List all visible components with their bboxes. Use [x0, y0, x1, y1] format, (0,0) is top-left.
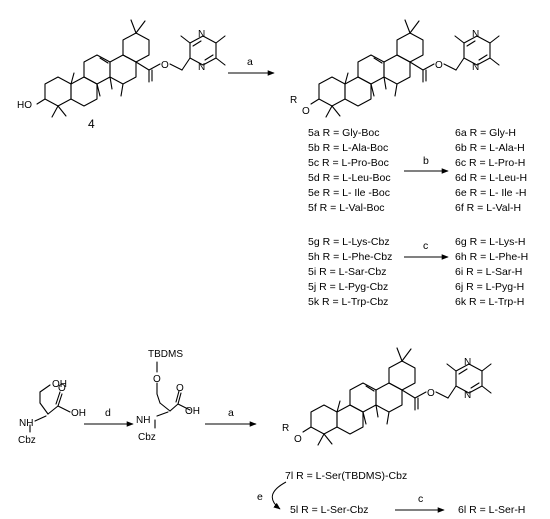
cbz-left-item: 5g R = L-Lys-Cbz	[308, 236, 390, 248]
atom-n-bottom-3: N	[464, 390, 471, 401]
atom-tbdms: TBDMS	[148, 349, 183, 360]
boc-left-item: 5a R = Gly-Boc	[308, 127, 380, 139]
boc-right-item: 6f R = L-Val-H	[455, 202, 521, 214]
compound-5l-label: 5l R = L-Ser-Cbz	[290, 504, 368, 516]
boc-left-item: 5d R = L-Leu-Boc	[308, 172, 391, 184]
reagent-d: d	[105, 407, 111, 419]
boc-right-item: 6b R = L-Ala-H	[455, 142, 525, 154]
boc-left-item: 5e R = L- Ile -Boc	[308, 187, 390, 199]
atom-cbz-2: Cbz	[138, 432, 156, 443]
atom-n-top-3: N	[464, 357, 471, 368]
atom-oh-acid-2: OH	[185, 406, 200, 417]
boc-left-item: 5c R = L-Pro-Boc	[308, 157, 389, 169]
atom-o-ester: O	[161, 60, 169, 71]
compound-4-label: 4	[88, 117, 95, 131]
reagent-b: b	[423, 155, 429, 167]
atom-o-ester-2: O	[435, 60, 443, 71]
product-ester-structure: O N N O R	[290, 19, 500, 118]
atom-nh-2: NH	[136, 415, 150, 426]
atom-r-3: R	[282, 423, 289, 434]
atom-n-top-2: N	[472, 29, 479, 40]
reagent-c-top: c	[423, 240, 428, 252]
boc-right-item: 6e R = L- Ile -H	[455, 187, 527, 199]
arrow-step-e	[271, 481, 287, 510]
atom-r-2: R	[290, 95, 297, 106]
boc-series-left: 5a R = Gly-Boc 5b R = L-Ala-Boc 5c R = L…	[308, 127, 391, 214]
atom-ho: HO	[17, 100, 32, 111]
boc-right-item: 6a R = Gly-H	[455, 127, 516, 139]
atom-o-c3-2: O	[302, 106, 310, 117]
reagent-c-bottom: c	[418, 493, 423, 505]
compound-7l-label: 7l R = L-Ser(TBDMS)-Cbz	[285, 470, 407, 482]
atom-oh-acid: OH	[71, 408, 86, 419]
boc-right-item: 6d R = L-Leu-H	[455, 172, 527, 184]
cbz-series-left: 5g R = L-Lys-Cbz 5h R = L-Phe-Cbz 5i R =…	[308, 236, 392, 308]
atom-nh: NH	[19, 418, 33, 429]
reagent-e: e	[257, 491, 263, 503]
reagent-a-top: a	[247, 56, 253, 68]
cbz-series-right: 6g R = L-Lys-H 6h R = L-Phe-H 6i R = L-S…	[455, 236, 528, 308]
cbz-right-item: 6g R = L-Lys-H	[455, 236, 526, 248]
atom-o-acid-2: O	[176, 383, 184, 394]
cbz-left-item: 5h R = L-Phe-Cbz	[308, 251, 392, 263]
cbz-left-item: 5i R = L-Sar-Cbz	[308, 266, 386, 278]
boc-left-item: 5b R = L-Ala-Boc	[308, 142, 388, 154]
tbdms-serine-structure: TBDMS O O OH NH Cbz	[136, 349, 200, 443]
cbz-left-item: 5k R = L-Trp-Cbz	[308, 296, 388, 308]
reagent-a-bottom: a	[228, 407, 234, 419]
cbz-right-item: 6j R = L-Pyg-H	[455, 281, 524, 293]
atom-o-acid: O	[58, 383, 66, 394]
boc-series-right: 6a R = Gly-H 6b R = L-Ala-H 6c R = L-Pro…	[455, 127, 527, 214]
compound-4-structure: O N N HO 4	[17, 19, 226, 131]
atom-oh-side: OH	[52, 379, 67, 390]
atom-n-bottom-2: N	[472, 62, 479, 73]
atom-o-ester-3: O	[427, 388, 435, 399]
cbz-right-item: 6i R = L-Sar-H	[455, 266, 522, 278]
atom-o-c3-3: O	[294, 434, 302, 445]
atom-cbz: Cbz	[18, 435, 36, 446]
boc-left-item: 5f R = L-Val-Boc	[308, 202, 385, 214]
product-serine-ester-structure: O N N O R	[282, 347, 492, 446]
atom-n-top: N	[198, 29, 205, 40]
atom-n-bottom: N	[198, 62, 205, 73]
atom-o-silyl: O	[153, 374, 161, 385]
cbz-right-item: 6k R = L-Trp-H	[455, 296, 524, 308]
boc-right-item: 6c R = L-Pro-H	[455, 157, 525, 169]
cbz-serine-structure: OH O OH NH Cbz	[18, 379, 86, 446]
compound-6l-label: 6l R = L-Ser-H	[458, 504, 525, 516]
cbz-left-item: 5j R = L-Pyg-Cbz	[308, 281, 388, 293]
cbz-right-item: 6h R = L-Phe-H	[455, 251, 528, 263]
